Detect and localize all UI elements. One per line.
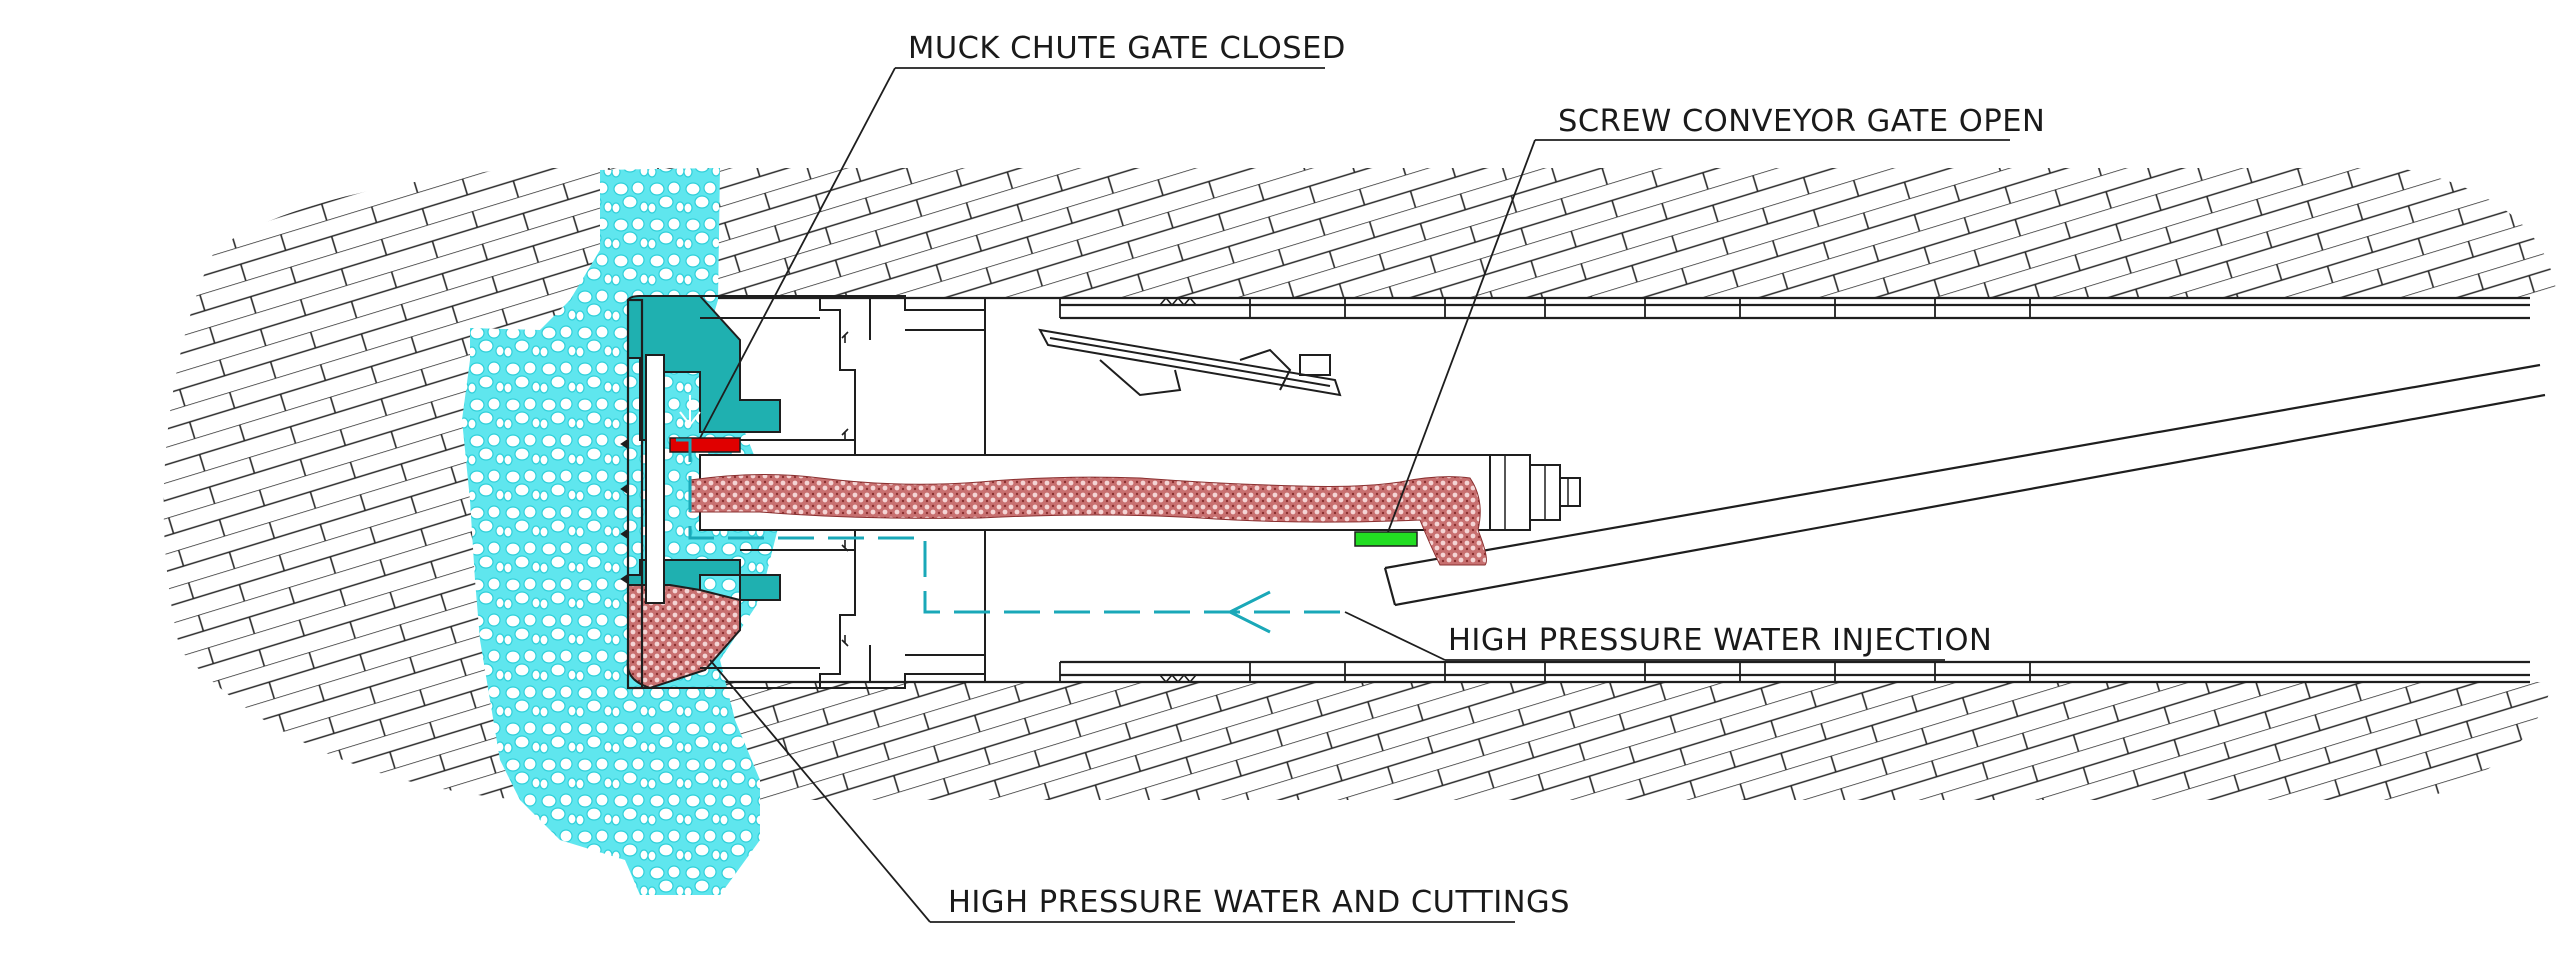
screw-conveyor-gate — [1354, 531, 1418, 547]
label-muck-chute-gate: MUCK CHUTE GATE CLOSED — [908, 31, 1346, 66]
tunnel-walls — [620, 296, 2530, 684]
left-arrow-icon — [1226, 590, 1271, 634]
callout-leaders — [699, 67, 2010, 923]
erector-arm — [1038, 328, 1342, 397]
machine-shield — [640, 295, 1500, 689]
cuttings-in-conveyor — [689, 473, 1487, 566]
screw-conveyor — [689, 454, 1581, 566]
launch-ramp — [1383, 363, 2546, 607]
cuttings-chamber — [626, 584, 741, 690]
cutter-head — [620, 295, 781, 690]
label-water-and-cuttings: HIGH PRESSURE WATER AND CUTTINGS — [948, 885, 1570, 920]
label-water-injection: HIGH PRESSURE WATER INJECTION — [1448, 623, 1992, 658]
label-screw-conveyor-gate: SCREW CONVEYOR GATE OPEN — [1558, 104, 2045, 139]
down-arrow-icon — [679, 395, 701, 427]
water-flow-path — [670, 438, 1340, 614]
